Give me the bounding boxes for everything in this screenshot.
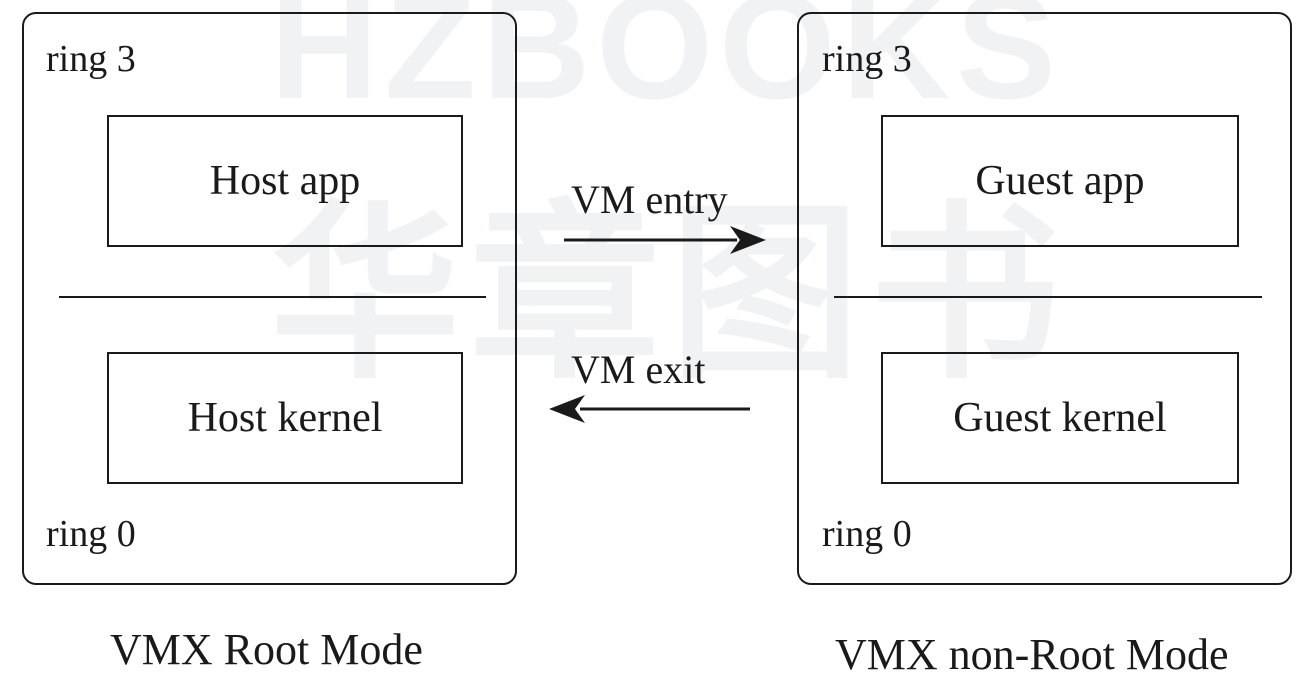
vm-exit-label: VM exit	[571, 347, 706, 392]
host-app-box: Host app	[107, 115, 463, 247]
vmx-root-mode-box	[22, 12, 517, 585]
host-kernel-box: Host kernel	[107, 352, 463, 484]
root-ring3-label: ring 3	[46, 38, 136, 80]
guest-kernel-box: Guest kernel	[881, 352, 1239, 484]
guest-app-label: Guest app	[975, 158, 1145, 204]
host-app-label: Host app	[209, 158, 361, 204]
guest-app-box: Guest app	[881, 115, 1239, 247]
host-kernel-label: Host kernel	[187, 395, 383, 441]
root-ring-divider	[59, 296, 486, 298]
vm-entry-label: VM entry	[571, 177, 728, 222]
vm-exit-arrow	[549, 395, 750, 423]
root-ring0-label: ring 0	[46, 513, 136, 555]
vmx-root-mode-caption: VMX Root Mode	[110, 625, 423, 674]
guest-kernel-label: Guest kernel	[953, 395, 1167, 441]
nonroot-ring0-label: ring 0	[822, 513, 912, 555]
nonroot-ring3-label: ring 3	[822, 38, 912, 80]
nonroot-ring-divider	[834, 296, 1262, 298]
vmx-nonroot-mode-box	[797, 12, 1292, 585]
vmx-nonroot-mode-caption: VMX non-Root Mode	[835, 630, 1229, 679]
vm-entry-arrow	[564, 226, 766, 254]
